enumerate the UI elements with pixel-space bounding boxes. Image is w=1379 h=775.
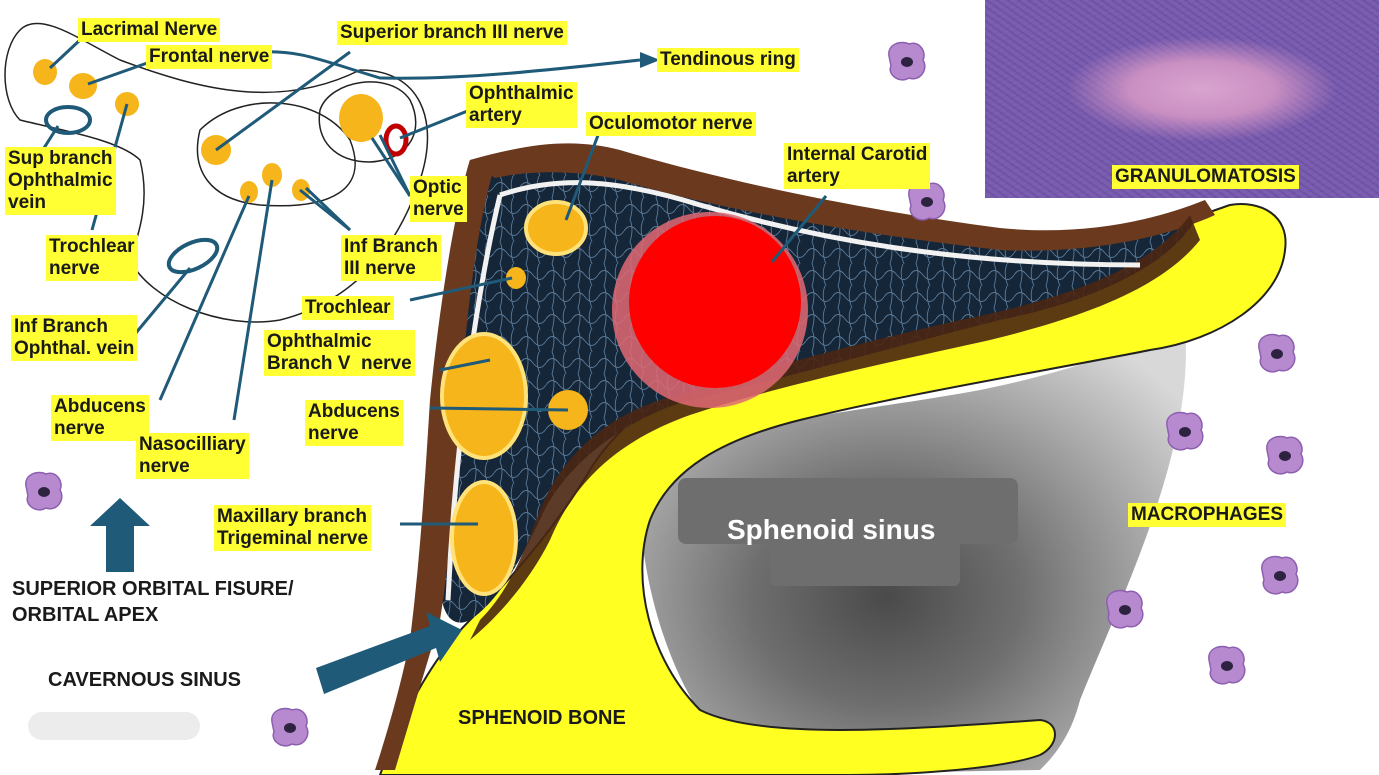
maxillary-branch-nerve — [450, 480, 518, 596]
macrophage-cell-icon — [25, 471, 63, 511]
macrophage-cell-icon — [271, 707, 309, 747]
cavernous-sinus-arrow-icon — [316, 612, 462, 694]
frontal-nerve-dot — [69, 73, 97, 99]
macrophage-cell-icon — [1166, 411, 1204, 451]
label-abducens-left: Abducens nerve — [51, 395, 149, 441]
macrophage-cell-icon — [1208, 645, 1246, 685]
caption-sphenoid-sinus: Sphenoid sinus — [727, 514, 936, 545]
trochlear-nerve — [506, 267, 526, 289]
tendinous-ring-arrowhead — [640, 52, 660, 68]
macrophages — [25, 41, 1304, 747]
sphenoid-sinus-label-block-lower — [770, 540, 960, 586]
label-lacrimal-nerve: Lacrimal Nerve — [78, 18, 221, 42]
label-tendinous-ring: Tendinous ring — [657, 48, 799, 72]
inf-ophthalmic-vein-ring — [166, 237, 220, 275]
label-ophthalmic-branch-v: Ophthalmic Branch V nerve — [264, 330, 415, 376]
abducens-dot — [262, 163, 282, 187]
inner-membrane — [499, 180, 1141, 268]
label-optic-nerve: Optic nerve — [410, 176, 467, 222]
leader-lines — [28, 38, 828, 526]
optic-nerve-dot — [339, 94, 383, 142]
label-internal-carotid: Internal Carotid artery — [784, 143, 931, 189]
sup-ophthalmic-vein-ring — [44, 105, 92, 135]
nasocilliary-dot — [240, 181, 258, 203]
macrophage-cell-icon — [1106, 589, 1144, 629]
macrophage-cell-icon — [908, 181, 946, 221]
smudge — [28, 712, 200, 740]
internal-carotid-artery — [629, 216, 801, 388]
macrophage-cell-icon — [888, 41, 926, 81]
label-trochlear: Trochlear — [302, 296, 394, 320]
label-inf-branch-iii: Inf Branch III nerve — [341, 235, 441, 281]
label-oculomotor-nerve: Oculomotor nerve — [586, 112, 756, 136]
label-nasocilliary: Nasocilliary nerve — [136, 433, 249, 479]
label-ophthalmic-artery: Ophthalmic artery — [466, 82, 577, 128]
caption-sphenoid-bone: SPHENOID BONE — [458, 707, 626, 729]
label-macrophages: MACROPHAGES — [1128, 503, 1287, 527]
sphenoid-sinus-label-block — [678, 478, 1018, 544]
label-sup-branch-vein: Sup branch Ophthalmic vein — [5, 147, 116, 215]
macrophage-cell-icon — [1266, 435, 1304, 475]
macrophage-cell-icon — [1261, 555, 1299, 595]
dura-roof — [470, 143, 1215, 251]
caption-superior-orbital: SUPERIOR ORBITAL FISURE/ ORBITAL APEX — [12, 578, 294, 626]
label-trochlear-nerve-top: Trochlear nerve — [46, 235, 138, 281]
macrophage-cell-icon — [1258, 333, 1296, 373]
label-maxillary-branch: Maxillary branch Trigeminal nerve — [214, 505, 372, 551]
label-granulomatosis: GRANULOMATOSIS — [1112, 165, 1299, 189]
dura-lateral-wall — [375, 160, 495, 770]
label-frontal-nerve: Frontal nerve — [146, 45, 273, 69]
dura-medial-wall — [470, 215, 1200, 640]
oculomotor-nerve — [524, 200, 588, 256]
superior-orbital-arrow-icon — [90, 498, 150, 572]
ophthalmic-branch-v-nerve — [440, 332, 528, 460]
label-abducens-right: Abducens nerve — [305, 400, 403, 446]
ophthalmic-artery-ring — [383, 123, 409, 157]
label-inf-branch-vein: Inf Branch Ophthal. vein — [11, 315, 138, 361]
caption-cavernous-sinus: CAVERNOUS SINUS — [48, 669, 241, 691]
orbital-apex-inner — [196, 102, 356, 207]
label-superior-branch-iii: Superior branch III nerve — [337, 21, 567, 45]
tendinous-ring-outline — [318, 81, 417, 163]
